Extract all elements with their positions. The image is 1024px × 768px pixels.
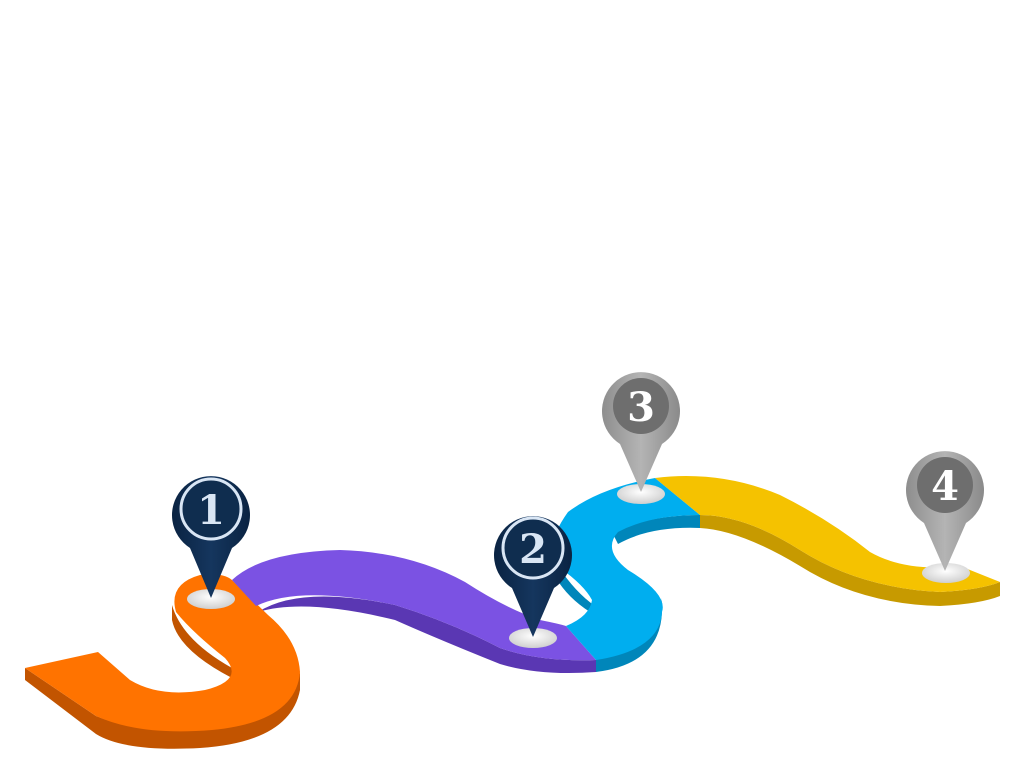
marker-3-base <box>617 484 665 504</box>
marker-1-number: 1 <box>197 487 225 534</box>
blue-road-segment <box>552 478 700 660</box>
marker-4-base <box>922 563 970 583</box>
blue-road-back-side <box>612 515 700 544</box>
road-sides <box>25 515 1000 749</box>
purple-road-side <box>252 596 596 673</box>
marker-2-ring <box>501 516 565 580</box>
marker-4-ring <box>917 457 973 513</box>
yellow-road-side <box>700 515 1000 606</box>
marker-4-number: 4 <box>931 463 959 510</box>
yellow-road-segment <box>655 476 1000 592</box>
marker-1-ring <box>179 477 243 541</box>
marker-1: 1 <box>172 476 250 609</box>
orange-road-segment <box>25 574 300 732</box>
marker-3-ring <box>613 378 669 434</box>
purple-road-segment <box>232 550 596 661</box>
marker-4: 4 <box>906 451 985 583</box>
orange-road-inner-side <box>172 605 232 678</box>
orange-road-side <box>25 668 300 749</box>
marker-3: 3 <box>602 372 680 504</box>
marker-1-base <box>187 589 235 609</box>
marker-2-number: 2 <box>519 526 547 573</box>
blue-road-inner-side <box>556 566 595 612</box>
marker-2-base <box>509 628 557 648</box>
road-tops <box>25 476 1000 732</box>
marker-3-number: 3 <box>627 384 655 431</box>
marker-2: 2 <box>494 516 572 648</box>
